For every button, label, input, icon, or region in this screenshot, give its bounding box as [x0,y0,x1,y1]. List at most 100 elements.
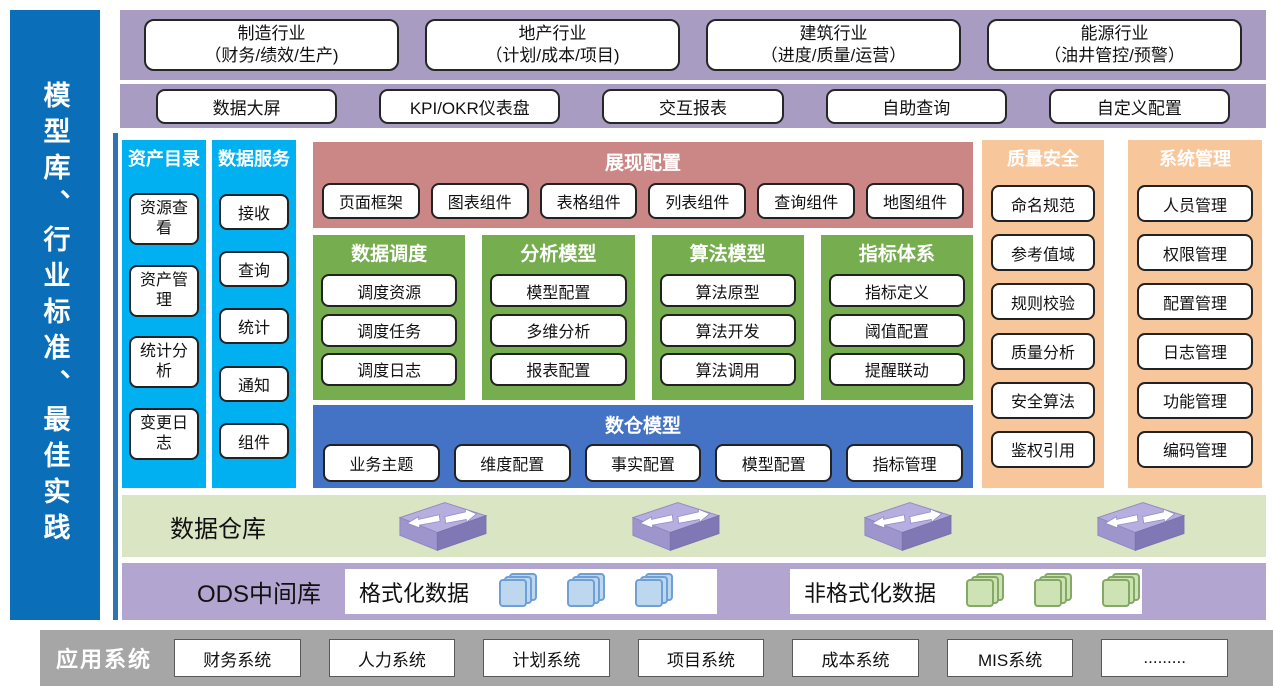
group-item: 调度任务 [321,313,458,347]
group-item: 指标定义 [828,274,965,308]
green-groups-row: 数据调度 调度资源 调度任务 调度日志 分析模型 模型配置 多维分析 报表配置 … [313,235,973,400]
left-border-rail [113,133,118,620]
industry-title: 能源行业 [1080,24,1149,44]
application-systems-row: 应用系统 财务系统 人力系统 计划系统 项目系统 成本系统 MIS系统 ....… [40,630,1273,686]
asset-item: 变更日志 [129,408,199,461]
formatted-data-box: 格式化数据 [345,569,717,614]
industry-box-realestate: 地产行业 （计划/成本/项目) [425,19,680,71]
row-label: 数据仓库 [170,515,266,543]
display-box: 数据大屏 [156,88,338,124]
ods-middle-layer-row: ODS中间库 格式化数据 非格式化数据 [122,563,1266,620]
service-item: 接收 [219,194,289,231]
panel-title: 系统管理 [1159,149,1231,169]
panel-title: 算法模型 [689,244,766,265]
panel-quality-security: 质量安全 命名规范 参考值域 规则校验 质量分析 安全算法 鉴权引用 [982,140,1104,488]
group-item: 算法原型 [659,274,796,308]
presentation-item: 页面框架 [322,183,420,219]
warehouse-item: 指标管理 [846,444,963,482]
display-layer-band: 数据大屏 KPI/OKR仪表盘 交互报表 自助查询 自定义配置 [120,84,1266,128]
data-service-items: 接收 查询 统计 通知 组件 [212,171,296,488]
service-item: 通知 [219,365,289,402]
system-item: 功能管理 [1137,381,1253,419]
quality-item: 规则校验 [991,283,1095,321]
network-switch-icon [864,502,952,551]
asset-item: 资产管理 [129,264,199,317]
unformatted-data-label: 非格式化数据 [804,580,937,606]
app-system-box: ......... [1101,639,1228,677]
panel-title: 数据服务 [218,149,290,169]
system-item: 人员管理 [1137,185,1253,223]
warehouse-item: 事实配置 [584,444,702,482]
panel-data-scheduling: 数据调度 调度资源 调度任务 调度日志 [313,235,466,400]
panel-title: 指标体系 [858,244,935,265]
application-system-boxes: 财务系统 人力系统 计划系统 项目系统 成本系统 MIS系统 ......... [174,639,1228,677]
industry-box-energy: 能源行业 （油井管控/预警） [987,19,1242,71]
group-item: 模型配置 [490,274,627,308]
row-label: ODS中间库 [197,581,322,608]
app-system-box: 财务系统 [174,639,301,677]
app-system-box: 项目系统 [637,639,765,677]
group-item: 报表配置 [490,352,627,386]
presentation-item: 列表组件 [648,183,747,219]
group-item: 提醒联动 [828,352,965,386]
panel-warehouse-model: 数仓模型 业务主题 维度配置 事实配置 模型配置 指标管理 [313,405,973,488]
presentation-item: 表格组件 [539,183,638,219]
group-item: 调度日志 [321,352,458,386]
panel-presentation-config: 展现配置 页面框架 图表组件 表格组件 列表组件 查询组件 地图组件 [313,142,973,228]
row-label: 应用系统 [56,647,153,672]
panel-title: 质量安全 [1007,149,1079,169]
panel-title: 数据调度 [351,244,428,265]
panel-analysis-model: 分析模型 模型配置 多维分析 报表配置 [482,235,635,400]
service-item: 查询 [219,251,289,288]
system-item: 权限管理 [1137,234,1253,272]
presentation-item: 查询组件 [757,183,856,219]
network-switch-icon [1097,502,1185,551]
panel-title: 数仓模型 [604,416,681,437]
docs-stack-icon [629,572,674,611]
asset-item: 统计分析 [129,336,199,389]
presentation-item: 图表组件 [430,183,529,219]
industry-box-manufacturing: 制造行业 （财务/绩效/生产) [144,19,399,71]
left-banner-text: 模型库、行业标准、最佳实践 [39,81,70,549]
quality-item: 质量分析 [991,332,1095,370]
display-box: 自助查询 [825,88,1007,124]
quality-item: 命名规范 [991,185,1095,223]
docs-stack-icon [960,572,1005,611]
group-item: 阈值配置 [828,313,965,347]
panel-title: 资产目录 [128,149,200,169]
docs-stack-icon [493,572,538,611]
data-warehouse-row: 数据仓库 [122,495,1266,557]
group-item: 算法开发 [659,313,796,347]
system-item: 日志管理 [1137,332,1253,370]
panel-asset-catalog: 资产目录 资源查看 资产管理 统计分析 变更日志 [122,140,206,488]
app-system-box: MIS系统 [946,639,1074,677]
asset-item: 资源查看 [129,192,199,245]
unformatted-data-box: 非格式化数据 [790,569,1142,614]
panel-indicator-system: 指标体系 指标定义 阈值配置 提醒联动 [820,235,973,400]
warehouse-item: 业务主题 [323,444,440,482]
industry-subtitle: （油井管控/预警） [1044,46,1185,65]
group-item: 多维分析 [490,313,627,347]
system-item: 配置管理 [1137,283,1253,321]
panel-algorithm-model: 算法模型 算法原型 算法开发 算法调用 [651,235,804,400]
docs-stack-icon [1028,572,1073,611]
industry-band: 制造行业 （财务/绩效/生产) 地产行业 （计划/成本/项目) 建筑行业 （进度… [120,10,1266,80]
asset-catalog-items: 资源查看 资产管理 统计分析 变更日志 [122,171,206,488]
display-box: 交互报表 [602,88,784,124]
panel-title: 分析模型 [520,244,597,265]
docs-stack-icon [1096,572,1141,611]
panel-system-management: 系统管理 人员管理 权限管理 配置管理 日志管理 功能管理 编码管理 [1128,140,1262,488]
warehouse-item: 模型配置 [715,444,833,482]
quality-item: 安全算法 [991,381,1095,419]
industry-subtitle: （计划/成本/项目) [485,46,620,65]
industry-title: 建筑行业 [799,24,868,44]
docs-stack-icon [561,572,606,611]
display-box: 自定义配置 [1048,88,1231,124]
group-item: 算法调用 [659,352,796,386]
service-item: 组件 [219,422,289,459]
industry-title: 地产行业 [518,24,587,44]
quality-item: 参考值域 [991,234,1095,272]
network-switch-icon [399,502,487,551]
warehouse-model-items: 业务主题 维度配置 事实配置 模型配置 指标管理 [313,438,973,482]
